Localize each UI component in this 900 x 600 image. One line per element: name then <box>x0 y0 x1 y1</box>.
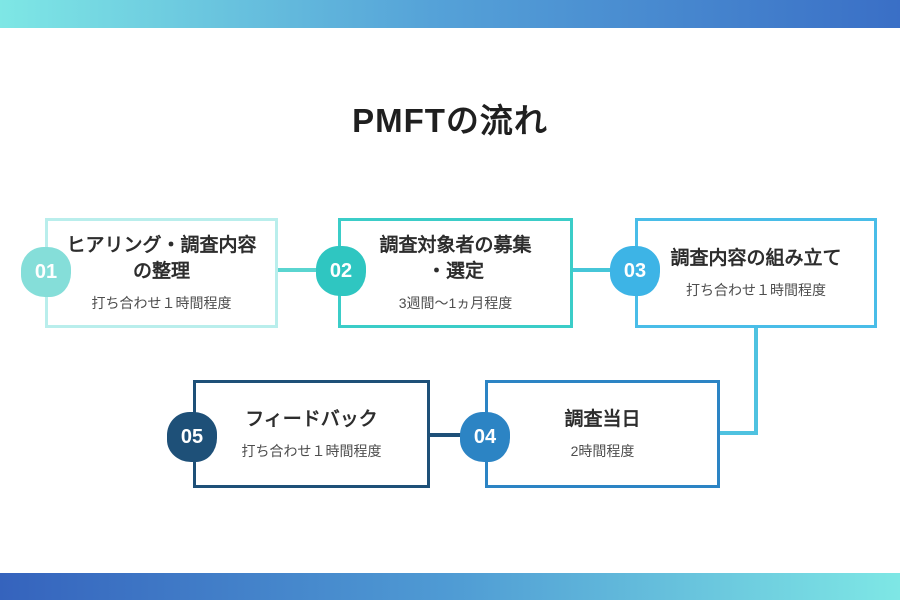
step-03-title: 調査内容の組み立て <box>670 247 842 269</box>
connector-step3-step4-horizontal <box>720 431 758 435</box>
page-title: PMFTの流れ <box>352 102 548 139</box>
step-04-number-badge: 04 <box>460 412 510 462</box>
step-03-duration: 打ち合わせ１時間程度 <box>686 282 826 299</box>
top-gradient-bar <box>0 0 900 28</box>
connector-step5-step4 <box>430 433 464 437</box>
connector-step1-step2 <box>278 268 320 272</box>
connector-step2-step3 <box>573 268 614 272</box>
step-01-title-line2: の整理 <box>132 260 190 282</box>
step-05-title: フィードバック <box>245 408 378 430</box>
step-01-number-badge: 01 <box>21 247 71 297</box>
step-04-card: 調査当日 2時間程度 <box>485 380 720 488</box>
step-02-number-badge: 02 <box>316 246 366 296</box>
step-01-card: ヒアリング・調査内容 の整理 打ち合わせ１時間程度 <box>45 218 278 328</box>
step-04-duration: 2時間程度 <box>570 443 635 460</box>
step-02-duration: 3週間〜1ヵ月程度 <box>398 295 513 312</box>
connector-step3-step4-vertical <box>754 328 758 435</box>
step-03-card: 調査内容の組み立て 打ち合わせ１時間程度 <box>635 218 877 328</box>
step-01-duration: 打ち合わせ１時間程度 <box>91 295 232 312</box>
step-02-title-line2: ・選定 <box>426 260 484 282</box>
step-03-number-badge: 03 <box>610 246 660 296</box>
step-05-duration: 打ち合わせ１時間程度 <box>241 443 382 460</box>
step-05-number-badge: 05 <box>167 412 217 462</box>
bottom-gradient-bar <box>0 573 900 600</box>
step-02-card: 調査対象者の募集 ・選定 3週間〜1ヵ月程度 <box>338 218 573 328</box>
step-05-card: フィードバック 打ち合わせ１時間程度 <box>193 380 430 488</box>
step-01-title: ヒアリング・調査内容 <box>66 234 257 256</box>
step-04-title: 調査当日 <box>564 408 641 430</box>
step-02-title: 調査対象者の募集 <box>379 234 532 256</box>
